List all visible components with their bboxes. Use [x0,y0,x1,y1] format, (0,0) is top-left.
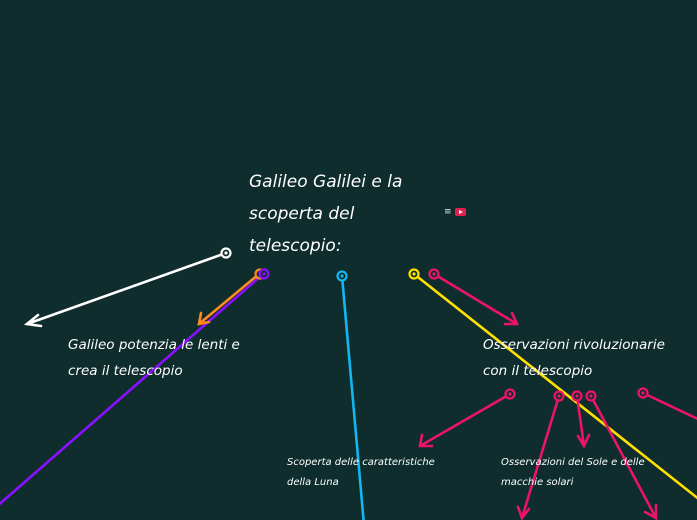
pink-handle-2-dot [557,394,561,398]
pink-handle-1-dot [508,392,512,396]
menu-icon[interactable]: ≡ [444,207,452,217]
pink-arrow-osservazioni [432,272,520,326]
node-scoperta-luna[interactable]: Scoperta delle caratteristiche della Lun… [287,457,435,488]
blue-connector [340,274,365,520]
pink-arrow-luna [418,392,512,448]
node-osservazioni-sole[interactable]: Osservazioni del Sole e delle macchie so… [501,457,645,488]
purple-handle-dot [262,272,266,276]
pink-handle-3-dot [575,394,579,398]
purple-connector [0,272,265,506]
yellow-handle-dot [412,272,416,276]
blue-handle-dot [340,274,344,278]
pink-arrow-sole [575,394,591,449]
pink-handle-4-dot [589,394,593,398]
pink-arrow-down-left [516,394,561,520]
orange-arrow [197,272,261,326]
pink-connector-right [641,391,697,421]
pink-handle-5-dot [641,391,645,395]
node-osservazioni-rivoluzionarie[interactable]: Osservazioni rivoluzionarie con il teles… [483,337,665,379]
white-handle-dot [224,251,228,255]
node-lenti-telescopio[interactable]: Galileo potenzia le lenti e crea il tele… [68,337,240,379]
central-topic-title[interactable]: Galileo Galilei e la scoperta del telesc… [249,172,403,256]
white-arrow [23,251,228,328]
pink-arrow-down-right [589,394,658,520]
youtube-icon[interactable] [454,208,466,216]
topic-icons: ≡ [444,207,466,217]
pink-handle-top-dot [432,272,436,276]
yellow-connector [412,272,697,500]
